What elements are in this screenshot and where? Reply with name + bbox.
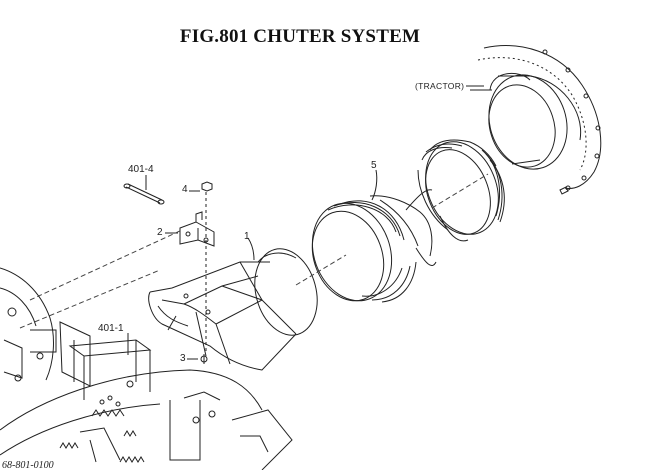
callout-401-1: 401-1 [98,323,124,334]
callout-4: 4 [182,184,188,195]
drawing-number: 68-801-0100 [2,460,54,471]
leader-lines [128,86,484,359]
mounting-bracket [180,212,214,246]
callout-401-4: 401-4 [128,164,154,175]
callout-tractor: (TRACTOR) [415,81,465,91]
callout-5: 5 [371,160,377,171]
hex-bolt [202,182,212,191]
tractor-housing [478,46,601,194]
blower-housing [0,268,292,470]
callout-3: 3 [180,353,186,364]
callout-2: 2 [157,227,163,238]
center-lines [20,174,488,328]
callout-1: 1 [244,231,250,242]
lower-spout [149,242,327,370]
upper-elbow [412,131,511,245]
pin [124,184,164,204]
middle-chute-section [299,190,436,312]
lower-fastener [201,354,207,364]
figure-title: FIG.801 CHUTER SYSTEM [179,26,421,47]
tractor-outlet-ring [470,65,581,180]
